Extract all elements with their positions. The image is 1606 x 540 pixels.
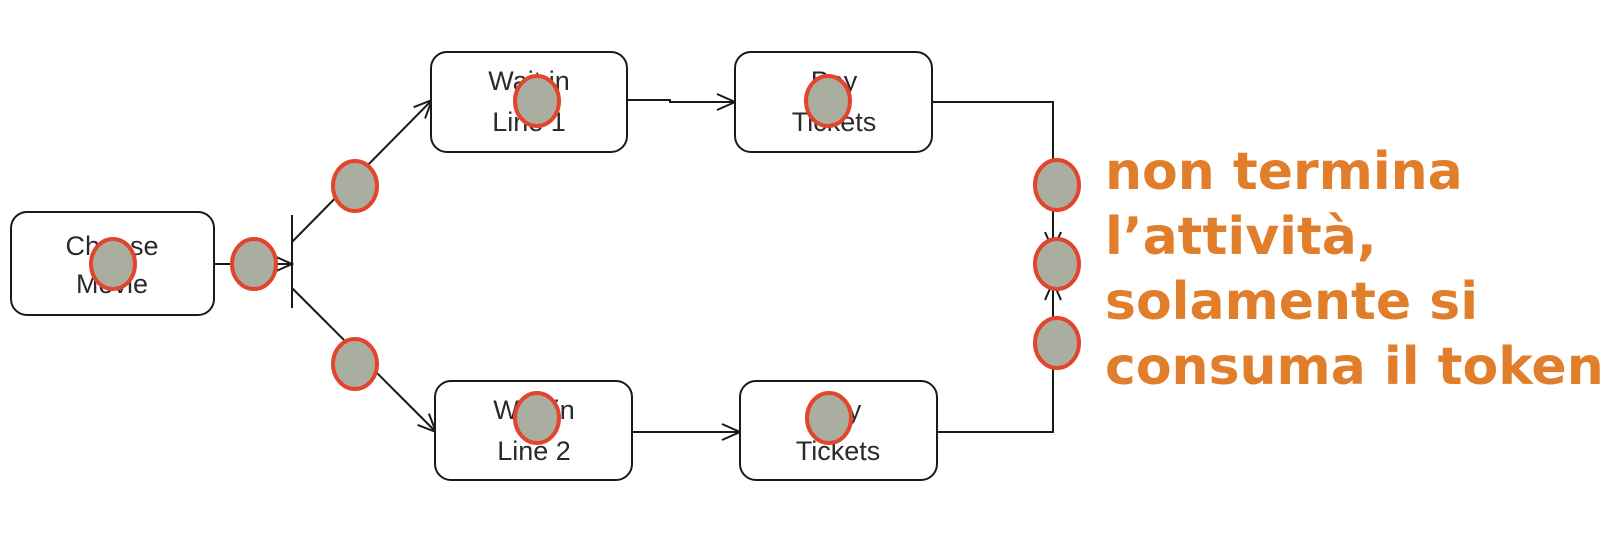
token-pay-tickets-2	[805, 391, 853, 445]
token-choose-movie	[89, 237, 137, 291]
edge-wait-1-to-pay-1	[627, 100, 735, 102]
tokens	[89, 74, 1081, 445]
token-join-center	[1033, 237, 1081, 291]
token-branch-1	[331, 159, 379, 213]
token-wait-line-1	[513, 74, 561, 128]
annotation-line: solamente si	[1105, 272, 1479, 332]
annotation-text: non termina l’attività, solamente si con…	[1105, 140, 1604, 400]
annotation-line: l’attività,	[1105, 207, 1377, 267]
annotation-line: non termina	[1105, 142, 1463, 202]
token-join-bottom	[1033, 316, 1081, 370]
token-join-top	[1033, 158, 1081, 212]
token-fork-input	[230, 237, 278, 291]
token-pay-tickets-1	[804, 74, 852, 128]
annotation-line: consuma il token	[1105, 337, 1604, 397]
edge-pay-2-to-join	[937, 282, 1053, 433]
token-wait-line-2	[513, 391, 561, 445]
token-branch-2	[331, 337, 379, 391]
